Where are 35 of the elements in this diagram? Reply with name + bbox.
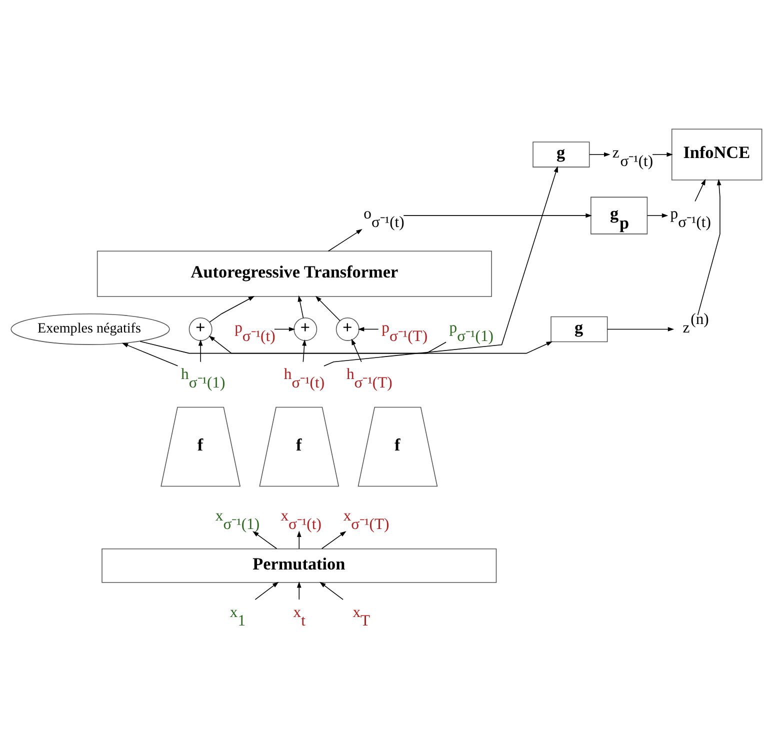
arrow [320, 581, 344, 600]
arrow [403, 212, 592, 218]
arrow [324, 166, 558, 366]
node-circle: + [188, 317, 212, 340]
arrow [296, 581, 302, 600]
arrow [254, 581, 279, 600]
arrow [607, 326, 674, 331]
arrow [208, 335, 446, 354]
node-box: InfoNCE [671, 128, 762, 180]
arrow [328, 228, 362, 252]
arrow [140, 340, 553, 354]
arrow [252, 530, 278, 549]
node-box: Permutation [102, 548, 497, 582]
arrow [351, 338, 362, 362]
arrow [298, 294, 304, 318]
arrow [652, 152, 673, 156]
arrow [198, 338, 203, 362]
arrow [122, 342, 178, 366]
arrow [302, 338, 306, 362]
node-box: Autoregressive Transformer [96, 250, 492, 296]
node-circle: + [294, 317, 318, 340]
arrow [296, 530, 302, 549]
arrow [315, 295, 340, 321]
arrow [274, 326, 296, 331]
arrow [358, 326, 379, 331]
node-box: g [532, 141, 590, 167]
node-circle: + [336, 317, 360, 340]
arrow [321, 530, 346, 549]
arrow [697, 178, 722, 315]
arrow [209, 296, 255, 322]
node-box: g [550, 316, 608, 342]
node-ellipse: Exemples négatifs [10, 313, 170, 344]
arrow [589, 152, 610, 156]
arrow [694, 178, 706, 202]
arrow [647, 212, 668, 218]
